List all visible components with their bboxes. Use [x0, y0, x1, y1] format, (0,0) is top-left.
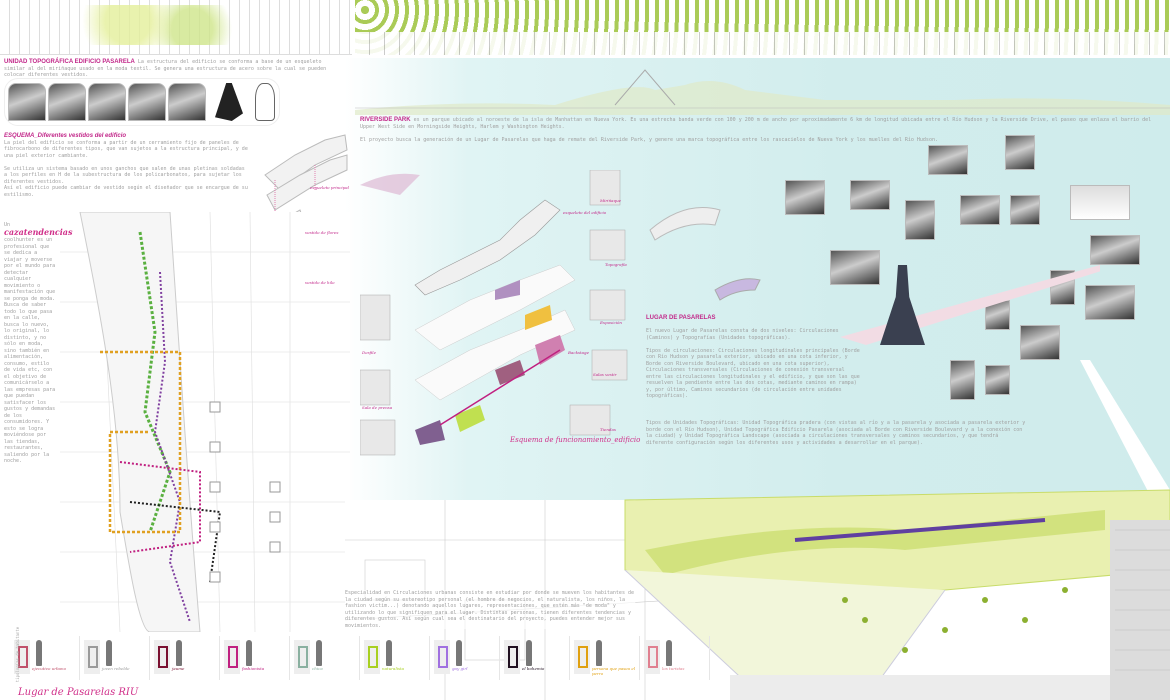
skin-description: ESQUEMA_Diferentes vestidos del edificio… [4, 133, 248, 198]
inhabitant-panel: el bohemio [500, 636, 570, 680]
diagram-label-exhibition: Exposición [600, 320, 622, 325]
person-figure-icon [596, 640, 602, 666]
diagram-label-topography: Topografía [605, 262, 627, 267]
panel-label: naturalista [382, 666, 405, 671]
inhabitant-panel: fashionista [220, 636, 290, 680]
panel-label: fashionista [242, 666, 265, 671]
dress-sketches [649, 207, 761, 301]
panel-label: persona que pasea el perro [592, 666, 635, 676]
person-figure-icon [316, 640, 322, 666]
panel-label: el bohemio [522, 666, 545, 671]
person-figure-icon [666, 640, 672, 666]
diagram-label-press: Sala de prensa [362, 405, 393, 410]
crinoline-photo-strip [4, 78, 280, 126]
inhabitant-panel: jaume [150, 636, 220, 680]
panel-label: chica [312, 666, 323, 671]
person-figure-icon [176, 640, 182, 666]
route-line [648, 646, 658, 668]
top-tree-band [355, 0, 1170, 55]
panel-side-label: tipologías de habitante [15, 626, 21, 683]
dress-figure [215, 83, 243, 121]
model-figure [880, 265, 925, 345]
diagram-label-dressing: Salas vestir [593, 372, 617, 377]
person-figure-icon [526, 640, 532, 666]
route-line [298, 646, 308, 668]
spatial-text: Especialidad en Circulaciones urbanas co… [345, 590, 635, 629]
inhabitant-panel: los turistas [640, 636, 710, 680]
panel-label: ejecutivo urbano [32, 666, 67, 671]
person-figure-icon [386, 640, 392, 666]
unit-description: UNIDAD TOPOGRÁFICA EDIFICIO PASARELA La … [4, 59, 327, 78]
panel-label: joven rebelde [102, 666, 130, 671]
person-figure-icon [246, 640, 252, 666]
route-line [438, 646, 448, 668]
panel-label: jaume [172, 666, 185, 671]
route-line [578, 646, 588, 668]
crinoline-cage [255, 83, 275, 121]
diagram-label-crinoline: Miriñaque [600, 198, 622, 203]
hudson-edge [1080, 360, 1170, 505]
label-flowers: vestido de flores [305, 230, 339, 235]
manhattan-route-map [60, 212, 350, 632]
lugar-description: LUGAR DE PASARELAS El nuevo Lugar de Pas… [646, 315, 860, 399]
inhabitant-panel: persona que pasea el perro [570, 636, 640, 680]
fashion-photo-collage [780, 135, 1170, 405]
skyline-section [355, 69, 1170, 115]
route-line [88, 646, 98, 668]
diagram-label-catwalk: Desfile [362, 350, 376, 355]
panel-label: gay girl [452, 666, 468, 671]
diagram-label-skeleton: esqueleto del edificio [563, 210, 607, 215]
person-figure-icon [36, 640, 42, 666]
inhabitant-panel: joven rebelde [80, 636, 150, 680]
poster-title: Lugar de Pasarelas RIU [18, 687, 139, 698]
structure-label: esqueleto principal [310, 185, 349, 190]
label-thread: vestido de hilo [305, 280, 335, 285]
route-line [228, 646, 238, 668]
person-figure-icon [106, 640, 112, 666]
units-description: Tipos de Unidades Topográficas: Unidad T… [646, 420, 1026, 446]
top-map-strip [0, 0, 352, 55]
route-line [158, 646, 168, 668]
route-line [508, 646, 518, 668]
building-diagram [360, 170, 628, 456]
diagram-label-shops: Tiendas [600, 427, 616, 432]
inhabitant-panel: gay girl [430, 636, 500, 680]
inhabitant-panel: naturalista [360, 636, 430, 680]
coolhunter-text: Un cazatendencias coolhunter es un profe… [4, 222, 73, 464]
inhabitant-panel: ejecutivo urbano [10, 636, 80, 680]
diagram-title: Esquema de funcionamiento_edificio [510, 436, 641, 444]
riverside-text: RIVERSIDE PARK es un parque ubicado al n… [360, 117, 1152, 143]
panel-label: los turistas [662, 666, 685, 671]
diagram-label-backstage: Backstage [568, 350, 589, 355]
person-figure-icon [456, 640, 462, 666]
inhabitant-panel: chica [290, 636, 360, 680]
route-line [18, 646, 28, 668]
route-line [368, 646, 378, 668]
